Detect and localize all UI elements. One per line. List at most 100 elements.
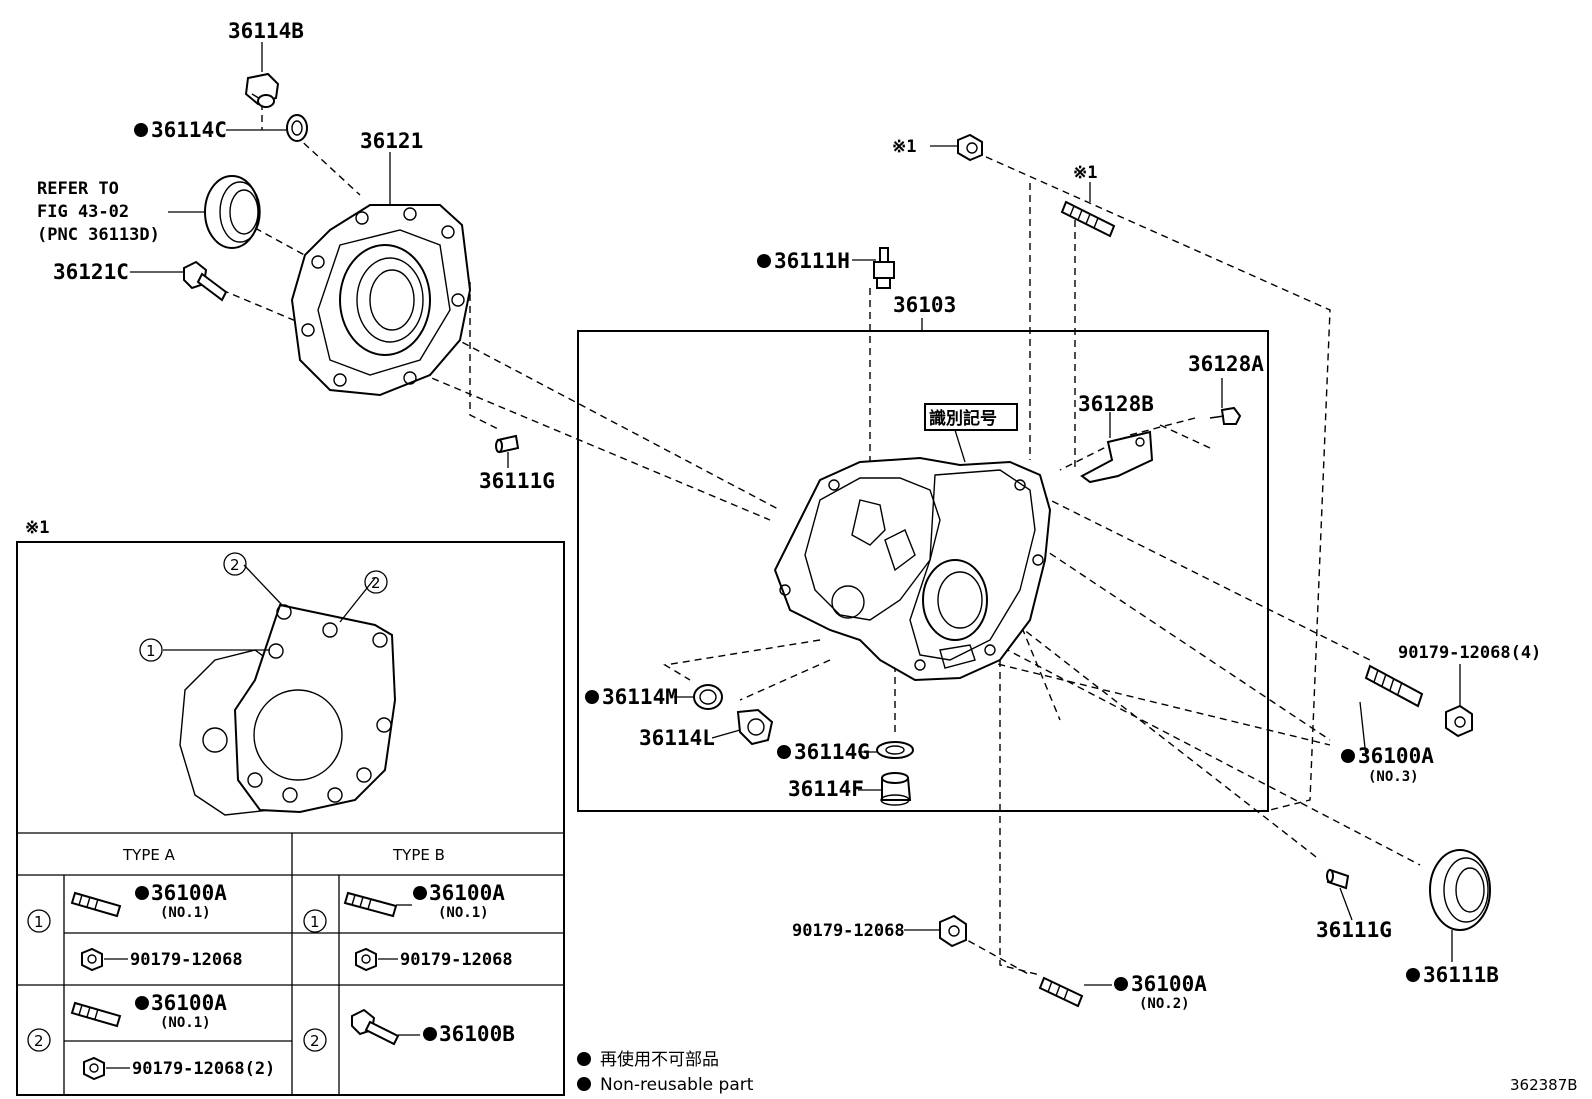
nut-ref1-icon <box>957 133 983 162</box>
table-a1-nut: 90179-12068 <box>130 950 243 970</box>
pin-36111g-top-icon <box>495 434 520 454</box>
label-90179-12068-4: 90179-12068(4) <box>1398 643 1541 663</box>
label-36128b: 36128B <box>1078 392 1154 416</box>
nut-icon <box>83 1056 105 1081</box>
svg-text:1: 1 <box>146 642 156 660</box>
legend-en: Non-reusable part <box>600 1075 754 1095</box>
label-36111g-right: 36111G <box>1316 918 1392 942</box>
plate-36128b-icon <box>1080 430 1154 484</box>
stud-icon <box>70 891 122 918</box>
stud-36100a-no2-icon <box>1038 976 1084 1008</box>
table-a1-no: (NO.1) <box>160 905 211 921</box>
assembly-box-36103 <box>577 330 1269 812</box>
stud-36100a-no3-icon <box>1364 664 1424 708</box>
sensor-36111h-icon <box>873 247 895 289</box>
legend-dot-en <box>577 1077 591 1091</box>
gasket-36114c-icon <box>286 114 308 142</box>
nut-icon <box>81 947 103 972</box>
non-reusable-dot <box>585 690 599 704</box>
non-reusable-dot <box>423 1027 437 1041</box>
plug-36114f-icon <box>880 772 912 806</box>
label-36100a-no2: 36100A <box>1131 972 1207 996</box>
table-a2-part: 36100A <box>151 991 227 1015</box>
plug-36114l-icon <box>736 708 774 746</box>
nut-icon <box>355 947 377 972</box>
label-refer-pnc: (PNC 36113D) <box>37 225 160 245</box>
label-36128a: 36128A <box>1188 352 1264 376</box>
svg-text:2: 2 <box>310 1032 320 1050</box>
label-36111h: 36111H <box>774 249 850 273</box>
svg-text:2: 2 <box>34 1032 44 1050</box>
callout-2-right: 2 <box>364 570 388 594</box>
non-reusable-dot <box>1114 977 1128 991</box>
table-a2-no: (NO.1) <box>160 1015 211 1031</box>
label-inset-ref1: ※1 <box>25 518 49 538</box>
non-reusable-dot <box>757 254 771 268</box>
svg-text:2: 2 <box>230 556 240 574</box>
table-a2-nut: 90179-12068(2) <box>132 1059 275 1079</box>
row-2-label-b: 2 <box>303 1028 327 1052</box>
row-1-label: 1 <box>27 909 51 933</box>
table-b1-part: 36100A <box>429 881 505 905</box>
svg-text:1: 1 <box>310 913 320 931</box>
row-1-label-b: 1 <box>303 909 327 933</box>
label-no3: (NO.3) <box>1368 769 1419 785</box>
label-id-mark: 識別記号 <box>929 408 997 429</box>
stud-icon <box>343 891 398 918</box>
label-refer-fig: FIG 43-02 <box>37 202 129 222</box>
label-36103: 36103 <box>893 293 956 317</box>
label-ref1-top: ※1 <box>892 137 916 157</box>
transfer-case-36103-icon <box>773 456 1052 682</box>
nut-90179-12068-icon <box>939 914 967 948</box>
table-a1-part: 36100A <box>151 881 227 905</box>
id-mark-box <box>924 403 1018 431</box>
oil-seal-36111b-icon <box>1429 849 1491 931</box>
table-b2-part: 36100B <box>439 1022 515 1046</box>
gasket-36114m-icon <box>693 684 723 710</box>
row-2-label: 2 <box>27 1028 51 1052</box>
callout-2-left: 2 <box>223 552 247 576</box>
label-ref1-stud: ※1 <box>1073 163 1097 183</box>
non-reusable-dot <box>413 886 427 900</box>
gasket-36114g-icon <box>876 741 914 759</box>
label-36114b: 36114B <box>228 19 304 43</box>
label-36100a-no3: 36100A <box>1358 744 1434 768</box>
non-reusable-dot <box>134 123 148 137</box>
label-36111g-top: 36111G <box>479 469 555 493</box>
non-reusable-dot <box>135 886 149 900</box>
label-refer-to: REFER TO <box>37 179 119 199</box>
pin-36111g-right-icon <box>1326 868 1350 890</box>
stud-ref1-icon <box>1060 200 1116 238</box>
svg-text:2: 2 <box>371 574 381 592</box>
non-reusable-dot <box>1341 749 1355 763</box>
legend-jp: 再使用不可部品 <box>600 1049 719 1070</box>
label-36114l: 36114L <box>639 726 715 750</box>
table-header-type-a: TYPE A <box>122 846 176 864</box>
table-b1-nut: 90179-12068 <box>400 950 513 970</box>
label-36114m: 36114M <box>602 685 678 709</box>
front-cover-36121-icon <box>290 204 472 397</box>
figure-id: 362387B <box>1510 1076 1578 1094</box>
label-36111b: 36111B <box>1423 963 1499 987</box>
plug-36114b-icon <box>244 72 280 108</box>
table-b1-no: (NO.1) <box>438 905 489 921</box>
inset-box <box>16 541 565 1096</box>
nut-90179-12068-4-icon <box>1445 704 1473 738</box>
callout-1: 1 <box>139 638 163 662</box>
oil-seal-refer-icon <box>204 175 261 249</box>
label-36114c: 36114C <box>151 118 227 142</box>
label-36121c: 36121C <box>53 260 129 284</box>
svg-text:1: 1 <box>34 913 44 931</box>
label-36121: 36121 <box>360 129 423 153</box>
stud-icon <box>70 1001 122 1028</box>
label-90179-12068: 90179-12068 <box>792 921 905 941</box>
table-header-type-b: TYPE B <box>392 846 445 864</box>
bolt-icon <box>351 1008 400 1046</box>
bolt-36121c-icon <box>183 260 228 302</box>
label-no2: (NO.2) <box>1139 996 1190 1012</box>
bolt-36128a-icon <box>1209 406 1242 425</box>
non-reusable-dot <box>777 745 791 759</box>
legend-dot-jp <box>577 1052 591 1066</box>
non-reusable-dot <box>135 996 149 1010</box>
